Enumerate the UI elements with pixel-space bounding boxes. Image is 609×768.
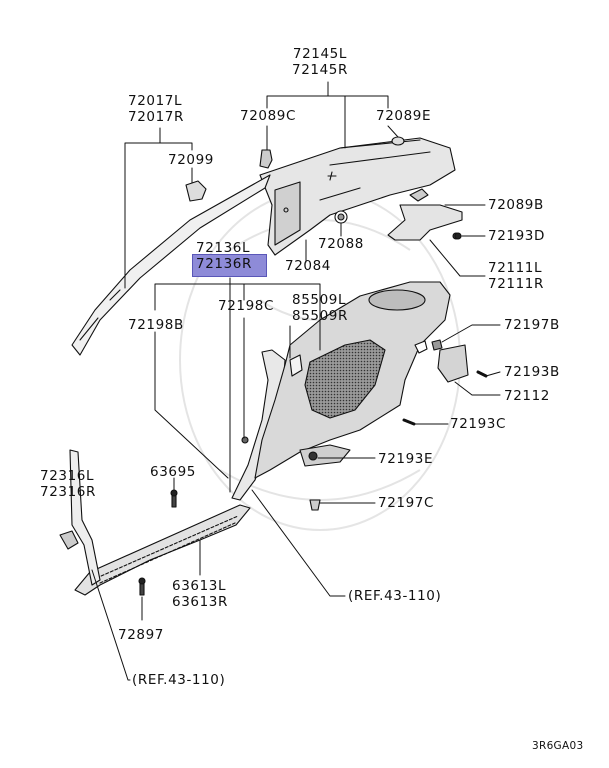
label-72017r[interactable]: 72017R [128,109,184,125]
label-72198c[interactable]: 72198C [218,298,274,314]
label-72197c[interactable]: 72197C [378,495,434,511]
label-72111l[interactable]: 72111L [488,260,543,276]
label-72316l[interactable]: 72316L [40,468,95,484]
label-63613r[interactable]: 63613R [172,594,228,610]
front-pillar-lower-trim [59,449,101,586]
label-72197b[interactable]: 72197B [504,317,560,333]
cover-72112 [437,344,469,383]
label-72017l[interactable]: 72017L [128,93,183,109]
label-72088[interactable]: 72088 [318,236,364,252]
screw-72897 [138,577,146,596]
clip-72089c [259,149,273,169]
screw-72193b [476,370,488,378]
label-72193e[interactable]: 72193E [378,451,434,467]
label-72111[interactable]: 72111L 72111R [488,260,544,292]
label-72136r[interactable]: 72136R [196,256,252,272]
label-85509r[interactable]: 85509R [292,308,348,324]
clip-72197b [431,339,443,351]
label-72111r[interactable]: 72111R [488,276,544,292]
quarter-lower-trim [254,281,451,479]
quarter-upper-trim [259,137,456,256]
label-72316r[interactable]: 72316R [40,484,96,500]
label-72099[interactable]: 72099 [168,152,214,168]
label-72145[interactable]: 72145L 72145R [292,46,348,78]
label-72897[interactable]: 72897 [118,627,164,643]
reference-link-lower[interactable]: (REF.43-110) [132,672,226,688]
label-72145l[interactable]: 72145L [292,46,347,62]
screw-72193c [402,418,416,426]
label-72089b[interactable]: 72089B [488,197,544,213]
clip-72099 [185,180,207,202]
label-72089e[interactable]: 72089E [376,108,432,124]
leader-lines [91,81,501,681]
screw-63695 [170,489,178,508]
clip-72089e [391,136,405,146]
scuff-plate [74,504,251,596]
label-72193b[interactable]: 72193B [504,364,560,380]
label-72017[interactable]: 72017L 72017R [128,93,184,125]
label-72316[interactable]: 72316L 72316R [40,468,96,500]
screw-72193d [454,232,462,240]
reference-link-upper[interactable]: (REF.43-110) [348,588,442,604]
screw-72193e [308,451,318,461]
center-pillar-trim [231,349,286,501]
bracket-72111 [387,188,463,241]
label-72193c[interactable]: 72193C [450,416,506,432]
label-72136l[interactable]: 72136L [196,240,251,256]
label-63695[interactable]: 63695 [150,464,196,480]
label-63613[interactable]: 63613L 63613R [172,578,228,610]
label-72089c[interactable]: 72089C [240,108,296,124]
label-72193d[interactable]: 72193D [488,228,545,244]
front-pillar-trim [71,174,271,356]
label-72136[interactable]: 72136L 72136R [196,240,252,272]
label-72112[interactable]: 72112 [504,388,550,404]
label-63613l[interactable]: 63613L [172,578,227,594]
label-72084[interactable]: 72084 [285,258,331,274]
highlight-box [192,254,267,277]
label-85509l[interactable]: 85509L [292,292,347,308]
diagram-code: 3R6GA03 [532,740,584,752]
label-72145r[interactable]: 72145R [292,62,348,78]
label-85509[interactable]: 85509L 85509R [292,292,348,324]
label-72198b[interactable]: 72198B [128,317,184,333]
clip-72197c [309,499,321,511]
